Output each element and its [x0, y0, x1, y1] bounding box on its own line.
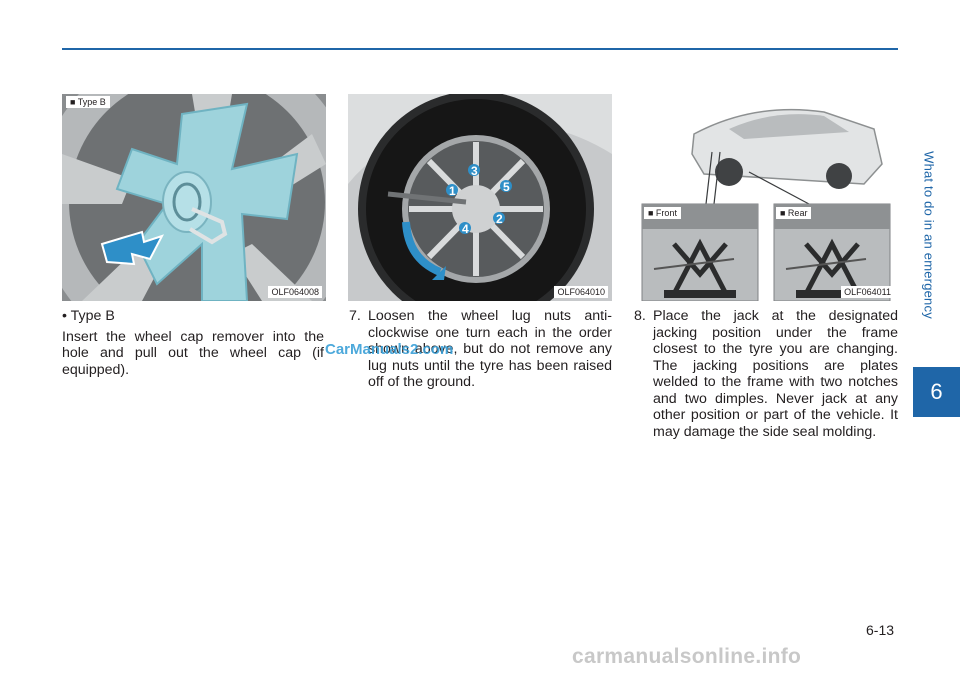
figure-lug-nuts: 1 2 3 4 5 OLF064010	[348, 94, 612, 301]
column-2-text: 7. Loosen the wheel lug nuts anti-clockw…	[349, 308, 612, 391]
col3-body: Place the jack at the designated jacking…	[653, 308, 898, 440]
wheel-cap-illustration	[62, 94, 326, 301]
figure-code: OLF064011	[841, 286, 894, 298]
col2-body: Loosen the wheel lug nuts anti-clockwise…	[368, 308, 612, 390]
watermark: CarManuals2.com	[325, 341, 454, 358]
figure-wheel-cap: ■ Type B OLF064008	[62, 94, 326, 301]
col1-body: Insert the wheel cap remover into the ho…	[62, 328, 324, 378]
col1-heading: • Type B	[62, 308, 115, 324]
page-number: 6-13	[866, 622, 895, 638]
lug-nut-illustration: 1 2 3 4 5	[348, 94, 612, 301]
figure-tag-front: ■ Front	[644, 207, 681, 219]
section-side-title-text: What to do in an emergency	[921, 151, 937, 319]
col2-step-number: 7.	[349, 308, 361, 324]
lug-label-3: 3	[471, 164, 478, 178]
lug-label-4: 4	[462, 222, 469, 236]
figure-code: OLF064010	[554, 286, 608, 298]
column-3-text: 8. Place the jack at the designated jack…	[634, 308, 898, 440]
figure-code: OLF064008	[268, 286, 322, 298]
jack-position-illustration	[634, 94, 898, 301]
lug-label-1: 1	[449, 184, 456, 198]
lug-label-2: 2	[496, 212, 503, 226]
figure-jack-positions: ■ Front ■ Rear OLF064011	[634, 94, 898, 301]
footer-link[interactable]: carmanualsonline.info	[572, 645, 802, 668]
lug-label-5: 5	[503, 180, 510, 194]
section-side-title: What to do in an emergency	[898, 90, 960, 380]
chapter-tab[interactable]: 6	[913, 367, 960, 417]
column-1-text: • Type B Insert the wheel cap remover in…	[62, 308, 324, 378]
col3-step-number: 8.	[634, 308, 646, 324]
figure-tag-rear: ■ Rear	[776, 207, 812, 219]
header-rule	[62, 48, 898, 50]
figure-tag-type-b: ■ Type B	[66, 96, 110, 108]
chapter-number: 6	[930, 379, 943, 404]
